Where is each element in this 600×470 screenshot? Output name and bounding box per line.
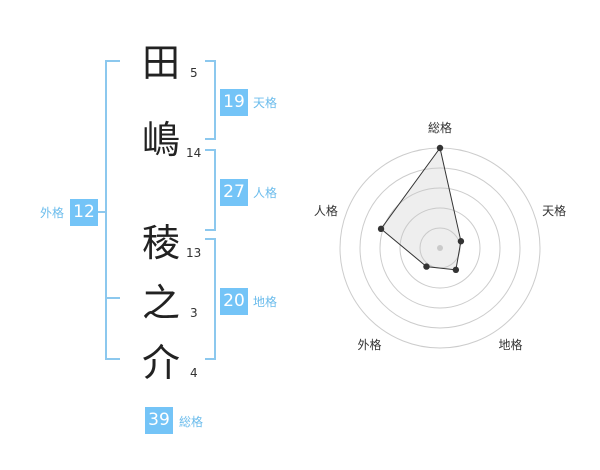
stroke-count-4: 3 <box>190 306 198 320</box>
stroke-count-3: 13 <box>186 246 202 260</box>
soukaku-value: 39 <box>145 407 173 434</box>
stroke-count-2: 14 <box>186 146 202 160</box>
tenkaku-value: 19 <box>220 89 248 116</box>
radar-point-1 <box>436 144 444 152</box>
radar-point-5 <box>377 225 385 233</box>
name-char-4: 之 <box>141 281 180 325</box>
jinkaku-value: 27 <box>220 179 248 206</box>
radar-axis-label: 地格 <box>499 337 523 352</box>
tenkaku-bracket <box>205 60 216 140</box>
radar-axis-label: 人格 <box>314 203 338 218</box>
radar-axis-label: 外格 <box>357 337 381 352</box>
radar-axis-label: 天格 <box>542 203 566 218</box>
radar-point-4 <box>423 263 430 270</box>
radar-series-polygon <box>380 146 462 271</box>
name-char-5: 介 <box>141 341 180 385</box>
soukaku-label: 総格 <box>179 415 204 429</box>
jinkaku-bracket <box>205 149 216 231</box>
name-char-1: 田 <box>141 41 180 85</box>
name-char-3: 稜 <box>141 221 180 265</box>
gaikaku-value: 12 <box>70 199 98 226</box>
radar-point-3 <box>452 266 460 274</box>
radar-point-2 <box>457 238 465 245</box>
radar-ring <box>359 167 521 329</box>
gaikaku-label: 外格 <box>40 206 65 220</box>
jinkaku-label: 人格 <box>253 186 278 200</box>
stroke-count-1: 5 <box>190 66 198 80</box>
tenkaku-label: 天格 <box>253 96 278 110</box>
chikaku-value: 20 <box>220 288 248 315</box>
radar-ring <box>379 187 501 309</box>
radar-center <box>437 245 443 251</box>
chikaku-label: 地格 <box>253 295 278 309</box>
chikaku-bracket <box>205 238 216 360</box>
radar-axis-label: 総格 <box>428 120 452 135</box>
name-char-2: 嶋 <box>141 118 180 162</box>
stroke-count-5: 4 <box>190 366 198 380</box>
gaikaku-bracket <box>105 60 120 360</box>
radar-ring <box>399 207 481 289</box>
